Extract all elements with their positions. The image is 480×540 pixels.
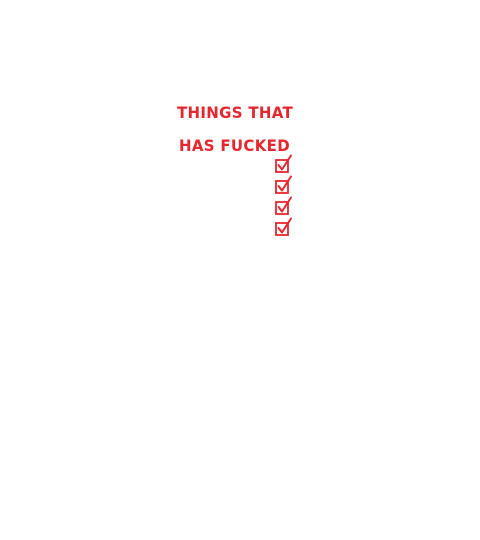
checked-box-icon xyxy=(274,175,294,195)
shirt-print-design: THINGS THAT HAS FUCKED xyxy=(148,70,313,265)
checked-box-icon xyxy=(274,217,294,237)
design-title-line-1: THINGS THAT xyxy=(177,103,294,123)
design-title-line-2: HAS FUCKED xyxy=(179,136,290,156)
checked-box-icon xyxy=(274,154,294,174)
checklist xyxy=(274,154,294,244)
checked-box-icon xyxy=(274,196,294,216)
